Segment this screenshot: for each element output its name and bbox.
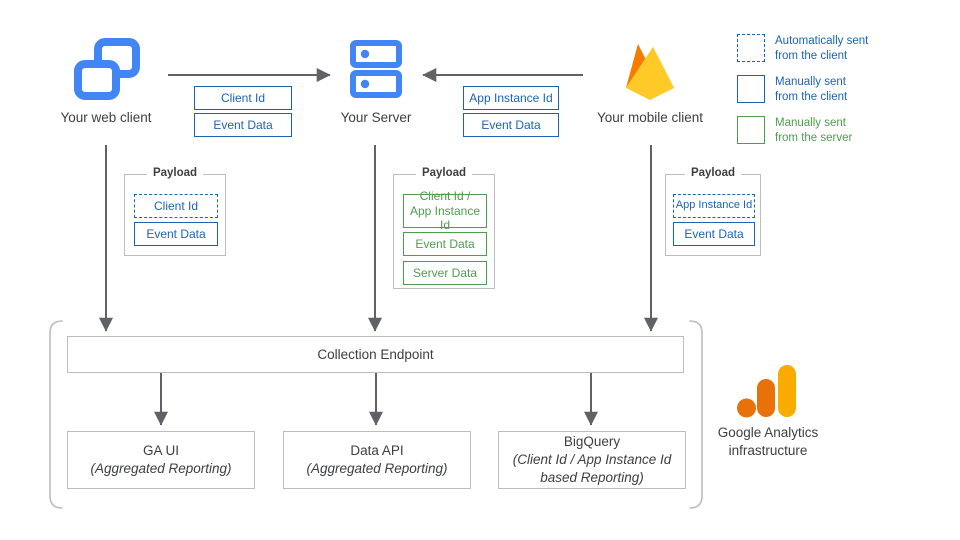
legend-manual-server-line1: Manually sent <box>775 117 846 129</box>
google-analytics-icon <box>737 365 799 421</box>
mobile-payload-chip-app-instance-id: App Instance Id <box>673 194 755 218</box>
infrastructure-bracket-right <box>689 320 703 509</box>
legend-item-automatically-sent-from-client: Automatically sent from the client <box>737 34 868 65</box>
legend-text-auto-client: Automatically sent from the client <box>775 34 868 65</box>
legend-swatch-solid-blue <box>737 75 765 103</box>
server-icon <box>350 40 402 98</box>
server-label: Your Server <box>340 110 412 125</box>
output-box-ga-ui: GA UI (Aggregated Reporting) <box>67 431 255 489</box>
mobile-client-label: Your mobile client <box>596 110 704 125</box>
legend-manual-client-line2: from the client <box>775 91 848 104</box>
output-box-data-api: Data API (Aggregated Reporting) <box>283 431 471 489</box>
web-payload-chip-event-data: Event Data <box>134 222 218 246</box>
output-box-bigquery: BigQuery (Client Id / App Instance Id ba… <box>498 431 686 489</box>
output-ga-ui-title: GA UI <box>142 443 179 459</box>
output-data-api-title: Data API <box>350 443 404 459</box>
legend-text-manual-client: Manually sent from the client <box>775 75 847 106</box>
firebase-icon <box>620 38 680 102</box>
legend-auto-client-line2: from the client <box>775 50 848 63</box>
server-payload-chip-event-data: Event Data <box>403 232 487 256</box>
server-payload-group: Payload Client Id / App Instance Id Even… <box>393 167 495 289</box>
collection-endpoint-label: Collection Endpoint <box>317 346 434 362</box>
legend-manual-server-line2: from the server <box>775 132 853 145</box>
infrastructure-caption-line2: infrastructure <box>728 443 808 459</box>
output-data-api-subtitle: (Aggregated Reporting) <box>306 461 448 476</box>
web-payload-title: Payload <box>146 167 204 179</box>
legend-auto-client-line1: Automatically sent <box>775 35 869 47</box>
output-bigquery-subtitle: (Client Id / App Instance Id based Repor… <box>512 452 672 485</box>
legend-swatch-solid-green <box>737 116 765 144</box>
legend-swatch-dashed-blue <box>737 34 765 62</box>
mobile-payload-title: Payload <box>684 167 742 179</box>
server-payload-title: Payload <box>415 167 473 179</box>
web-payload-chip-client-id: Client Id <box>134 194 218 218</box>
legend-manual-client-line1: Manually sent <box>775 76 846 88</box>
legend-item-manually-sent-from-client: Manually sent from the client <box>737 75 847 106</box>
legend-text-manual-server: Manually sent from the server <box>775 116 852 147</box>
web-client-icon <box>74 38 140 100</box>
infrastructure-bracket-left <box>49 320 63 509</box>
output-ga-ui-subtitle: (Aggregated Reporting) <box>90 461 232 476</box>
collection-endpoint-box: Collection Endpoint <box>67 336 684 373</box>
mobile-payload-chip-event-data: Event Data <box>673 222 755 246</box>
transfer-chip-event-data: Event Data <box>194 113 292 137</box>
legend-item-manually-sent-from-server: Manually sent from the server <box>737 116 852 147</box>
server-payload-chip-server-data: Server Data <box>403 261 487 285</box>
infrastructure-caption: Google Analytics infrastructure <box>686 424 850 460</box>
transfer-chip-event-data-mobile: Event Data <box>463 113 559 137</box>
web-payload-group: Payload Client Id Event Data <box>124 167 226 256</box>
mobile-payload-group: Payload App Instance Id Event Data <box>665 167 761 256</box>
transfer-chip-app-instance-id: App Instance Id <box>463 86 559 110</box>
infrastructure-caption-line1: Google Analytics <box>717 425 819 440</box>
transfer-chip-client-id: Client Id <box>194 86 292 110</box>
web-client-label: Your web client <box>60 110 152 125</box>
server-payload-chip-id: Client Id / App Instance Id <box>403 189 487 232</box>
output-bigquery-title: BigQuery <box>563 434 621 450</box>
